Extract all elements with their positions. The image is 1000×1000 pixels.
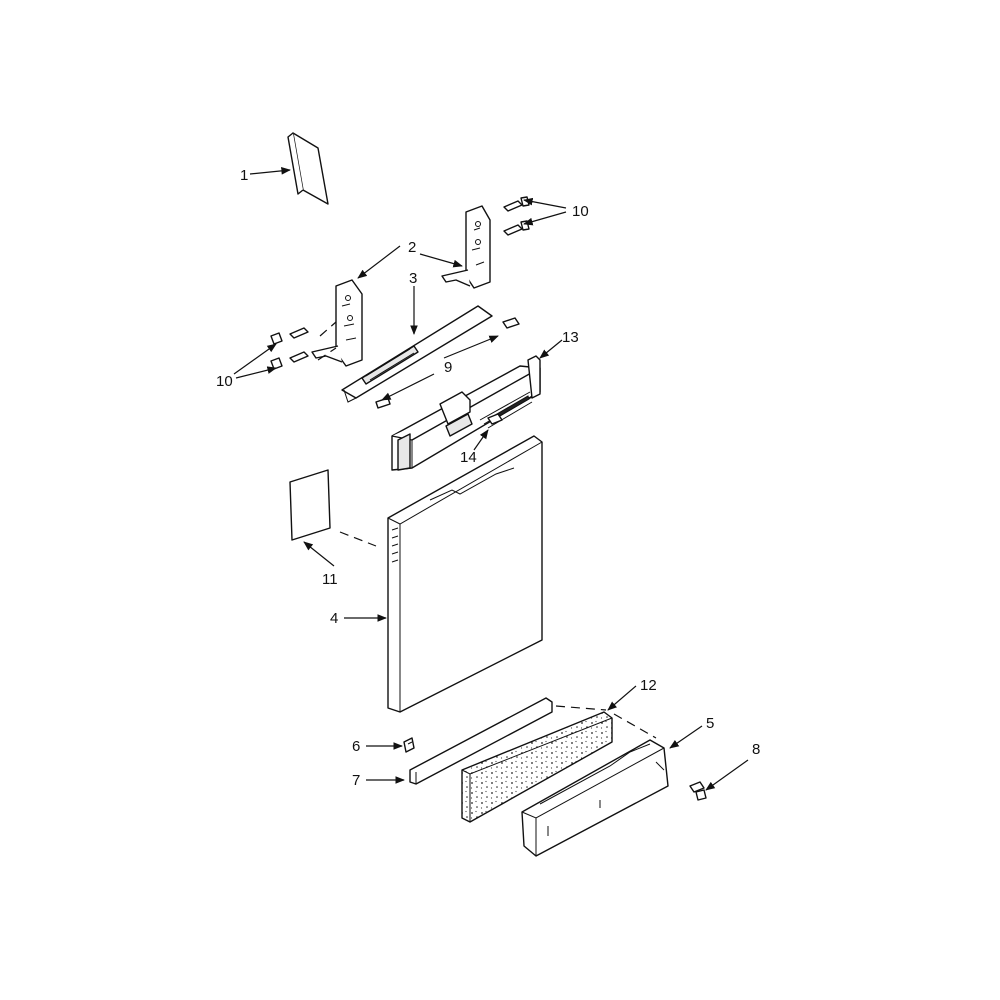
part-7-bottom-strip[interactable] bbox=[409, 697, 553, 785]
part-1-booklet[interactable] bbox=[287, 132, 329, 205]
part-10-screws-top[interactable] bbox=[503, 196, 530, 236]
part-2-bracket-right[interactable] bbox=[441, 205, 491, 289]
part-2-bracket-left[interactable] bbox=[311, 279, 363, 367]
callout-4: 4 bbox=[330, 610, 338, 627]
part-14-screw[interactable] bbox=[487, 413, 503, 425]
part-6-clip[interactable] bbox=[403, 737, 415, 753]
callout-8: 8 bbox=[752, 741, 760, 758]
part-11-pad[interactable] bbox=[289, 469, 331, 541]
callout-9: 9 bbox=[444, 359, 452, 376]
callout-13: 13 bbox=[562, 329, 579, 346]
part-10-screws-left[interactable] bbox=[270, 327, 309, 370]
callout-7: 7 bbox=[352, 772, 360, 789]
part-3-top-rail[interactable] bbox=[341, 305, 493, 403]
leader-lines bbox=[233, 167, 749, 791]
part-4-door-panel[interactable] bbox=[387, 435, 543, 713]
callout-2: 2 bbox=[408, 239, 416, 256]
callout-3: 3 bbox=[409, 270, 417, 287]
callout-11: 11 bbox=[322, 571, 338, 588]
assembly-guide-lines bbox=[317, 321, 657, 739]
callout-10-left: 10 bbox=[216, 373, 233, 390]
callout-labels: 1 2 3 10 10 9 13 14 11 4 12 5 6 8 7 bbox=[216, 167, 760, 789]
callout-12: 12 bbox=[640, 677, 657, 694]
part-12-foam-block[interactable] bbox=[461, 711, 613, 823]
callout-1: 1 bbox=[240, 167, 248, 184]
callout-10-top: 10 bbox=[572, 203, 589, 220]
callout-14: 14 bbox=[460, 449, 477, 466]
part-8-screw[interactable] bbox=[689, 781, 707, 801]
callout-6: 6 bbox=[352, 738, 360, 755]
part-5-kickplate-bracket[interactable] bbox=[521, 739, 669, 857]
callout-5: 5 bbox=[706, 715, 714, 732]
